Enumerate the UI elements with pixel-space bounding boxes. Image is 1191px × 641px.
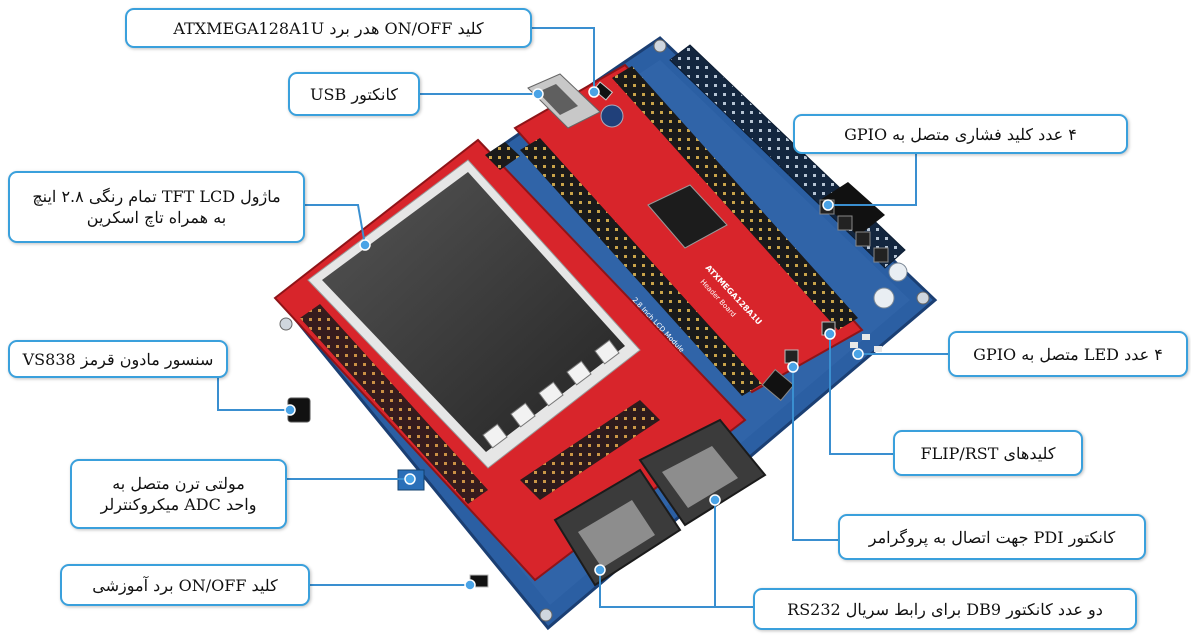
header-power-switch: [592, 81, 614, 101]
callout-gpio-leds-text: ۴ عدد LED متصل به GPIO: [973, 344, 1163, 364]
leader-db9: [714, 500, 753, 608]
leader-lines: [217, 27, 948, 608]
phone-icon: [566, 360, 592, 386]
red-header-pins-right: [612, 66, 858, 330]
leader-dots: [284, 86, 864, 591]
gpio-header-right-2: [820, 182, 885, 236]
callout-pdi: کانکتور PDI جهت اتصال به پروگرامر: [838, 514, 1146, 560]
lcd-screen: [322, 172, 625, 452]
callout-db9: دو عدد کانکتور DB9 برای رابط سریال RS232: [753, 588, 1137, 630]
callout-gpio-keys-text: ۴ عدد کلید فشاری متصل به GPIO: [844, 124, 1077, 144]
trimmer-right-2: [873, 287, 895, 309]
music-icon: [594, 339, 620, 365]
pdi-connector: [761, 368, 795, 402]
mount-hole: [279, 317, 293, 331]
lcd-pins-left: [300, 304, 488, 504]
callout-board-key-text: کلید ON/OFF برد آموزشی: [92, 575, 278, 595]
mount-hole: [539, 608, 553, 622]
flip-button: [784, 349, 799, 364]
capacitor: [600, 104, 624, 128]
leader-db9-b: [599, 570, 715, 608]
red-header-pins-left: [520, 138, 762, 396]
callout-header-key: کلید ON/OFF هدر برد ATXMEGA128A1U: [125, 8, 532, 48]
callout-flip-rst-text: کلیدهای FLIP/RST: [920, 443, 1056, 463]
callout-header-key-text: کلید ON/OFF هدر برد ATXMEGA128A1U: [173, 18, 484, 38]
keyboard-icon: [538, 381, 564, 407]
callout-board-key: کلید ON/OFF برد آموزشی: [60, 564, 310, 606]
callout-gpio-keys: ۴ عدد کلید فشاری متصل به GPIO: [793, 114, 1128, 154]
leader-key-header: [532, 27, 595, 92]
home-icon: [482, 423, 508, 449]
callout-tft-lcd-line2: به همراه تاچ اسکرین: [86, 208, 227, 227]
callout-ir-sensor-text: سنسور مادون قرمز VS838: [22, 349, 214, 369]
callout-db9-text: دو عدد کانکتور DB9 برای رابط سریال RS232: [787, 599, 1103, 619]
leader-gpio-keys: [828, 148, 917, 206]
mount-hole: [916, 291, 930, 305]
lcd-pins-top: [485, 142, 520, 170]
callout-ir-sensor: سنسور مادون قرمز VS838: [8, 340, 228, 378]
mcu-chip: [647, 184, 728, 249]
usb-port: [538, 84, 578, 115]
callout-adc-line1: مولتی ترن متصل به: [112, 474, 245, 493]
leader-flip-rst: [829, 334, 893, 455]
trimmer-right: [888, 262, 908, 282]
callout-adc-line2: واحد ADC میکروکنترلر: [100, 495, 257, 514]
callout-usb: کانکتور USB: [288, 72, 420, 116]
callout-tft-lcd-line1: ماژول TFT LCD تمام رنگی ۲.۸ اینچ: [32, 187, 281, 206]
leader-ir: [217, 375, 290, 411]
touch-icon-strip: [482, 339, 620, 449]
callout-adc: مولتی ترن متصل به واحد ADC میکروکنترلر: [70, 459, 287, 529]
callout-usb-text: کانکتور USB: [310, 84, 398, 104]
callout-tft-lcd: ماژول TFT LCD تمام رنگی ۲.۸ اینچ به همرا…: [8, 171, 305, 243]
mail-icon: [510, 402, 536, 428]
db9-connector-1: [553, 468, 682, 587]
callout-gpio-leds: ۴ عدد LED متصل به GPIO: [948, 331, 1188, 377]
leader-pdi: [792, 367, 838, 541]
lcd-pins-bottom: [520, 400, 660, 500]
leader-tft: [305, 204, 366, 246]
mount-hole: [653, 39, 667, 53]
callout-flip-rst: کلیدهای FLIP/RST: [893, 430, 1083, 476]
db9-connector-2: [638, 418, 767, 527]
callout-pdi-text: کانکتور PDI جهت اتصال به پروگرامر: [868, 527, 1116, 547]
